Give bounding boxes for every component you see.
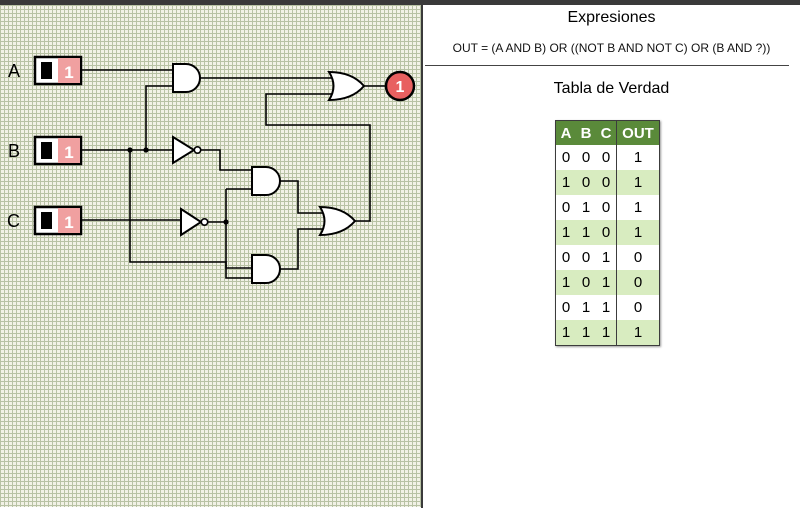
table-cell: 1 — [576, 220, 596, 245]
table-cell: 1 — [616, 170, 660, 195]
table-cell: 0 — [616, 295, 660, 320]
table-row: 1 0 0 1 — [555, 170, 660, 195]
input-value-a: 1 — [64, 63, 73, 82]
separator — [425, 65, 789, 66]
input-switch-c[interactable]: 1 — [33, 205, 83, 236]
column-header-b: B — [576, 120, 596, 145]
input-label-b: B — [8, 141, 20, 161]
table-row: 1 1 1 1 — [555, 320, 660, 346]
table-cell: 1 — [616, 195, 660, 220]
table-row: 0 1 0 1 — [555, 195, 660, 220]
table-cell: 1 — [616, 220, 660, 245]
table-cell: 0 — [576, 245, 596, 270]
not-gate-c[interactable] — [180, 207, 209, 237]
table-cell: 1 — [555, 270, 576, 295]
input-value-c: 1 — [64, 213, 73, 232]
truth-table: A B C OUT 0 0 0 1 1 0 0 1 0 1 0 — [555, 120, 660, 346]
not-gate-b[interactable] — [172, 135, 202, 165]
boolean-expression: OUT = (A AND B) OR ((NOT B AND NOT C) OR… — [452, 41, 771, 55]
table-cell: 1 — [555, 320, 576, 346]
table-cell: 0 — [576, 170, 596, 195]
column-header-out: OUT — [616, 120, 660, 145]
output-led[interactable]: 1 — [384, 70, 416, 102]
table-cell: 1 — [596, 320, 617, 346]
side-panel: Expresiones OUT = (A AND B) OR ((NOT B A… — [423, 5, 800, 508]
wires — [81, 69, 386, 279]
table-cell: 1 — [576, 320, 596, 346]
truth-table-header: A B C OUT — [555, 120, 660, 145]
table-cell: 1 — [616, 320, 660, 346]
table-row: 0 0 0 1 — [555, 145, 660, 170]
circuit-diagram: A 1 B 1 C 1 1 — [7, 55, 416, 284]
junctions — [127, 147, 229, 225]
table-cell: 1 — [576, 195, 596, 220]
table-cell: 1 — [616, 145, 660, 170]
table-cell: 0 — [555, 245, 576, 270]
table-row: 0 1 1 0 — [555, 295, 660, 320]
input-switch-a[interactable]: 1 — [33, 55, 83, 86]
input-label-c: C — [7, 211, 20, 231]
table-cell: 1 — [596, 270, 617, 295]
column-header-a: A — [555, 120, 576, 145]
table-cell: 0 — [596, 170, 617, 195]
top-bar — [0, 0, 800, 5]
table-cell: 0 — [555, 145, 576, 170]
input-label-a: A — [8, 61, 20, 81]
or-gate-1[interactable] — [327, 70, 366, 102]
column-header-c: C — [596, 120, 617, 145]
circuit-canvas[interactable]: A 1 B 1 C 1 1 — [0, 5, 421, 507]
table-cell: 0 — [616, 270, 660, 295]
table-cell: 0 — [616, 245, 660, 270]
and-gate-2[interactable] — [251, 166, 281, 196]
table-cell: 0 — [555, 195, 576, 220]
expressions-title: Expresiones — [567, 9, 656, 26]
table-cell: 0 — [596, 220, 617, 245]
table-cell: 0 — [555, 295, 576, 320]
input-switch-b[interactable]: 1 — [33, 135, 83, 166]
table-cell: 0 — [596, 195, 617, 220]
table-cell: 0 — [576, 145, 596, 170]
and-gate-3[interactable] — [251, 254, 281, 284]
table-row: 1 0 1 0 — [555, 270, 660, 295]
table-row: 0 0 1 0 — [555, 245, 660, 270]
table-cell: 1 — [555, 170, 576, 195]
or-gate-2[interactable] — [318, 205, 357, 237]
table-cell: 1 — [596, 295, 617, 320]
table-row: 1 1 0 1 — [555, 220, 660, 245]
and-gate-1[interactable] — [172, 63, 201, 93]
table-cell: 1 — [576, 295, 596, 320]
panel-divider — [421, 5, 423, 508]
table-cell: 0 — [576, 270, 596, 295]
table-cell: 1 — [596, 245, 617, 270]
input-value-b: 1 — [64, 143, 73, 162]
table-cell: 1 — [555, 220, 576, 245]
output-value: 1 — [396, 79, 405, 96]
table-cell: 0 — [596, 145, 617, 170]
truth-table-title: Tabla de Verdad — [553, 80, 670, 97]
